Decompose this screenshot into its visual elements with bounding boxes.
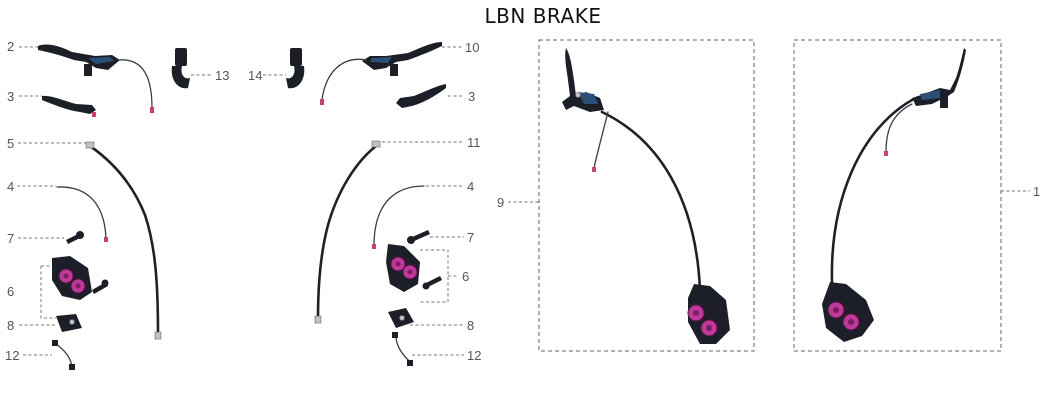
right-exploded-set: 14 10 3 11 4 7 6 8 12	[248, 40, 481, 366]
callout-3: 3	[7, 89, 14, 104]
callout-10: 10	[465, 40, 479, 55]
callout-11: 11	[467, 135, 481, 150]
right-lever-blade	[396, 84, 446, 108]
callout-7: 7	[467, 230, 474, 245]
callout-3: 3	[468, 89, 475, 104]
right-short-hose	[373, 185, 425, 247]
diagram-title: LBN BRAKE	[485, 4, 602, 28]
right-brake-pad	[388, 308, 414, 328]
callout-7: 7	[7, 231, 14, 246]
callout-8: 8	[7, 318, 14, 333]
right-hydraulic-hose	[314, 140, 381, 324]
left-exploded-set: 2 3 5 4 7 6 8 12 13	[5, 39, 229, 370]
assembly-1: 1	[793, 39, 1040, 352]
callout-13: 13	[215, 68, 229, 83]
right-caliper-bolt	[407, 230, 430, 244]
right-mounting-clamp	[286, 48, 305, 89]
callout-4: 4	[467, 179, 474, 194]
callout-1: 1	[1033, 184, 1040, 199]
left-mounting-clamp	[171, 48, 190, 89]
callout-6: 6	[7, 284, 14, 299]
callout-8: 8	[467, 318, 474, 333]
callout-9: 9	[497, 195, 504, 210]
callout-4: 4	[7, 179, 14, 194]
right-brake-lever	[320, 42, 442, 105]
right-hose-clamp	[392, 332, 413, 366]
left-hydraulic-hose	[85, 141, 162, 340]
left-brake-lever	[38, 44, 154, 113]
callout-14: 14	[248, 68, 262, 83]
assembly-9: 9	[497, 39, 755, 352]
left-hose-clamp	[52, 340, 75, 370]
callout-5: 5	[7, 136, 14, 151]
callout-2: 2	[7, 39, 14, 54]
callout-12: 12	[5, 348, 19, 363]
left-lever-blade	[42, 95, 96, 114]
left-short-hose	[56, 186, 107, 239]
left-brake-caliper	[52, 256, 109, 300]
right-brake-caliper	[386, 244, 442, 292]
callout-6: 6	[462, 269, 469, 284]
left-caliper-bolt	[66, 231, 84, 244]
left-brake-pad	[56, 314, 82, 332]
callout-12: 12	[467, 348, 481, 363]
